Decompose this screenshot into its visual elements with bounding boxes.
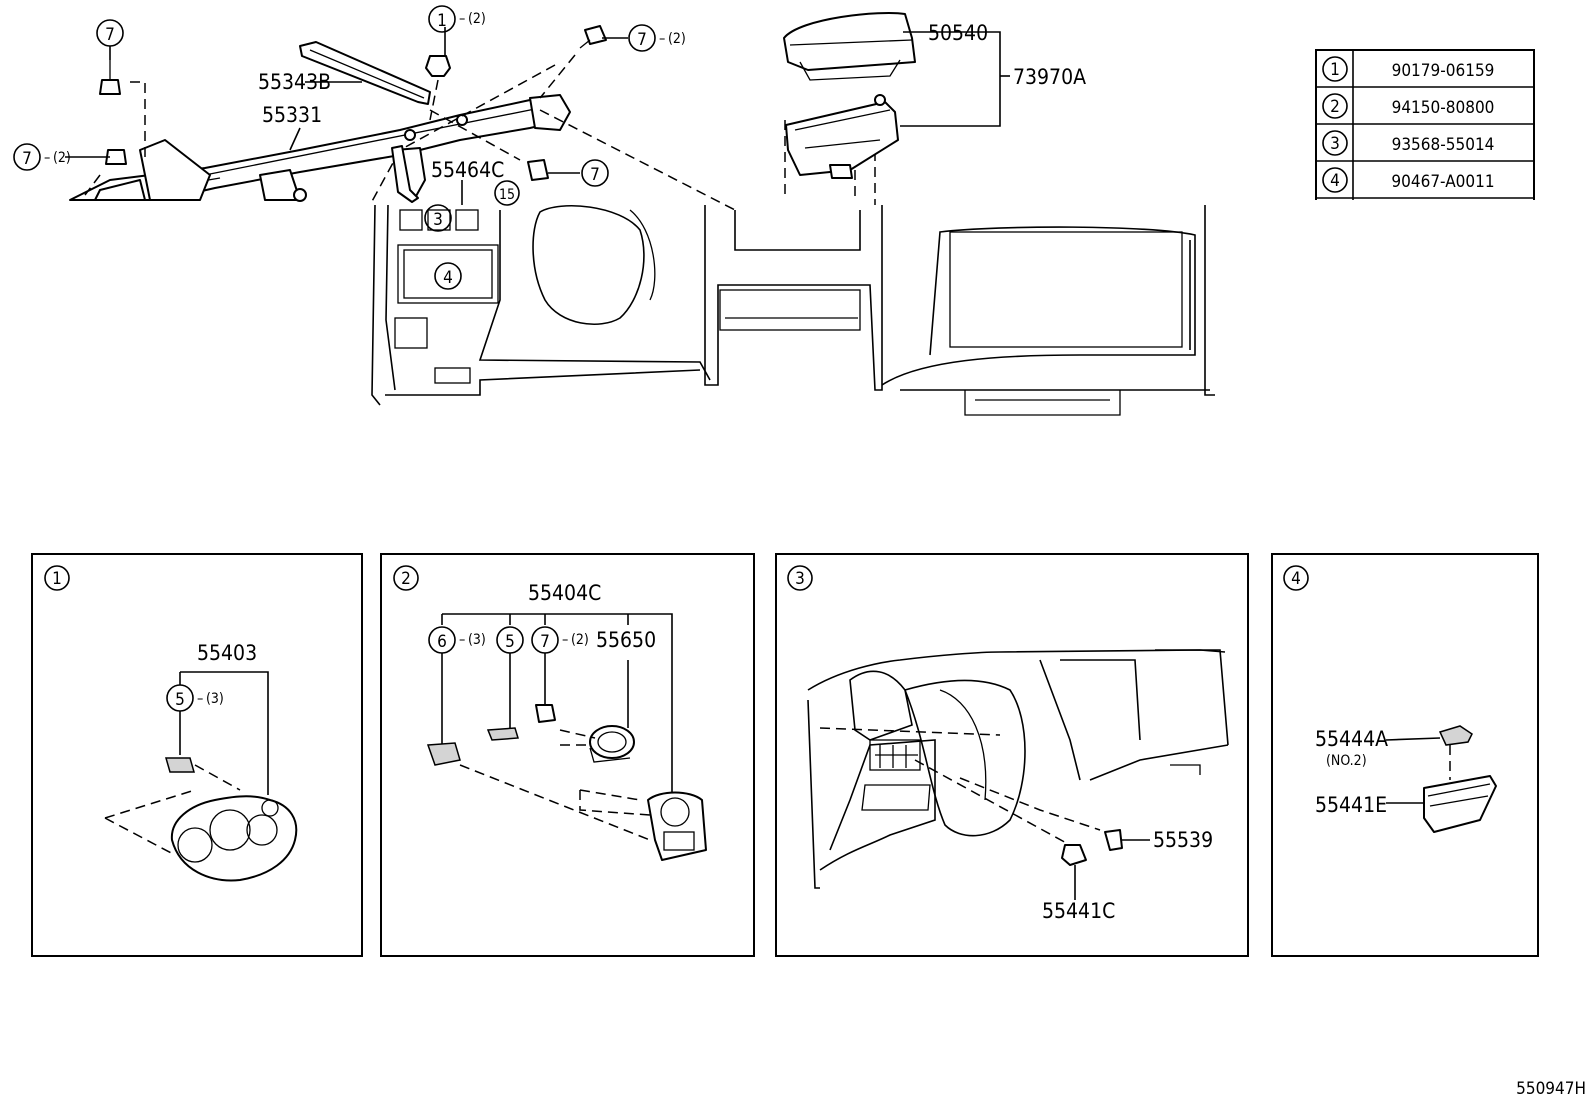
callout-3-top: 3 bbox=[424, 204, 452, 232]
part-55444A: 55444A bbox=[1315, 727, 1388, 751]
part-55343B: 55343B bbox=[258, 70, 331, 94]
detail-1-label: 1 bbox=[52, 569, 62, 589]
callout-1-number: 1 bbox=[437, 11, 447, 31]
detail-2-sub6-qty: (3) bbox=[468, 632, 486, 648]
part-55539: 55539 bbox=[1153, 828, 1213, 852]
detail-2-sub7-dash: – bbox=[562, 632, 568, 648]
bolt-icons bbox=[99, 25, 607, 181]
clip-6-icon bbox=[426, 742, 461, 766]
callout-7c-dash: – bbox=[659, 31, 665, 47]
detail-3-label: 3 bbox=[795, 569, 805, 589]
table-row: 3 93568-55014 bbox=[1322, 130, 1495, 156]
detail-panel-1: 1 55403 5 – (3) bbox=[31, 553, 363, 957]
callout-7b-qty: (2) bbox=[53, 150, 71, 166]
table-row: 2 94150-80800 bbox=[1322, 93, 1495, 119]
table-row: 1 90179-06159 bbox=[1322, 56, 1495, 82]
tray-cover-55444A bbox=[1438, 725, 1473, 746]
detail-panel-3: 3 55539 bbox=[775, 553, 1249, 957]
callout-7c-number: 7 bbox=[637, 30, 647, 50]
table-row-1-number: 1 bbox=[1330, 60, 1340, 80]
reference-table: 1 90179-06159 2 94150-80800 3 93568-5501… bbox=[1315, 49, 1535, 200]
detail-1-sub-dash: – bbox=[197, 691, 203, 707]
detail-panel-2: 2 55404C 6 – (3) 5 7 – (2) 55650 bbox=[380, 553, 755, 957]
clip-5-icon bbox=[165, 757, 195, 773]
clip-55539 bbox=[1104, 829, 1123, 851]
retainer-55441C bbox=[1061, 844, 1087, 866]
glovebox-lid-50540 bbox=[783, 12, 916, 81]
callout-4-number: 4 bbox=[443, 268, 453, 288]
bracket-55464C bbox=[391, 145, 419, 203]
part-73970A: 73970A bbox=[1013, 65, 1086, 89]
callout-7b-dash: – bbox=[44, 150, 50, 166]
table-row-3-number: 3 bbox=[1330, 134, 1340, 154]
detail-2-sub6-dash: – bbox=[459, 632, 465, 648]
callout-3-number: 3 bbox=[433, 210, 443, 230]
table-row-2-number: 2 bbox=[1330, 97, 1340, 117]
brace-55343B bbox=[299, 41, 431, 105]
tray-55441E bbox=[1423, 775, 1497, 833]
detail-panel-4: 4 55444A (NO.2) 55441E bbox=[1271, 553, 1539, 957]
detail-1-sub-number: 5 bbox=[175, 690, 185, 710]
lower-panel-section bbox=[807, 649, 1229, 889]
table-row: 4 90467-A0011 bbox=[1322, 167, 1495, 193]
part-50540: 50540 bbox=[928, 21, 988, 45]
detail-2-sub7-qty: (2) bbox=[571, 632, 589, 648]
callout-1-qty: (2) bbox=[468, 11, 486, 27]
part-55650: 55650 bbox=[596, 628, 656, 652]
table-row-4-number: 4 bbox=[1330, 171, 1340, 191]
callout-1-top: 1 – (2) bbox=[428, 5, 486, 33]
callout-7c-qty: (2) bbox=[668, 31, 686, 47]
callout-4-top: 4 bbox=[434, 262, 462, 290]
cluster-bezel-55403 bbox=[170, 795, 298, 882]
table-row-2-part: 94150-80800 bbox=[1392, 98, 1495, 118]
callout-15: 15 bbox=[494, 180, 520, 206]
main-assembly bbox=[65, 12, 1215, 416]
callout-7b-number: 7 bbox=[22, 149, 32, 169]
detail-2-sub6-number: 6 bbox=[437, 632, 447, 652]
callout-7-top-left: 7 bbox=[96, 19, 124, 47]
part-55464C: 55464C bbox=[431, 158, 504, 182]
instrument-panel bbox=[371, 204, 1215, 416]
clip-5b-icon bbox=[486, 727, 519, 741]
detail-2-sub5-number: 5 bbox=[505, 632, 515, 652]
clock-55650 bbox=[589, 725, 635, 763]
detail-2-sub7-number: 7 bbox=[540, 632, 550, 652]
table-row-3-part: 93568-55014 bbox=[1392, 135, 1495, 155]
callout-7d-number: 7 bbox=[590, 165, 600, 185]
figure-id: 550947H bbox=[1516, 1079, 1586, 1099]
clip-1 bbox=[425, 55, 451, 77]
detail-2-label: 2 bbox=[401, 569, 411, 589]
part-55404C: 55404C bbox=[528, 581, 601, 605]
part-55441C: 55441C bbox=[1042, 899, 1115, 923]
callout-7-middle: 7 bbox=[581, 159, 609, 187]
panel-55404C bbox=[647, 791, 707, 861]
table-row-4-part: 90467-A0011 bbox=[1391, 172, 1494, 192]
part-55444A-note: (NO.2) bbox=[1326, 753, 1367, 769]
part-55441E: 55441E bbox=[1315, 793, 1387, 817]
callout-1-dash: – bbox=[459, 11, 465, 27]
detail-1-sub-qty: (3) bbox=[206, 691, 224, 707]
callout-7-top-right: 7 – (2) bbox=[628, 24, 686, 52]
table-row-1-part: 90179-06159 bbox=[1392, 61, 1495, 81]
callout-7-left: 7 – (2) bbox=[13, 143, 71, 171]
callout-7a-number: 7 bbox=[105, 25, 115, 45]
part-55403: 55403 bbox=[197, 641, 257, 665]
airbag-73970A bbox=[785, 94, 899, 179]
detail-4-label: 4 bbox=[1291, 569, 1301, 589]
part-55331: 55331 bbox=[262, 103, 322, 127]
callout-15-number: 15 bbox=[499, 187, 515, 203]
top-labels: 7 7 – (2) 1 – (2) 7 – (2) 7 3 bbox=[13, 5, 1086, 290]
screw-7-icon bbox=[535, 704, 556, 723]
